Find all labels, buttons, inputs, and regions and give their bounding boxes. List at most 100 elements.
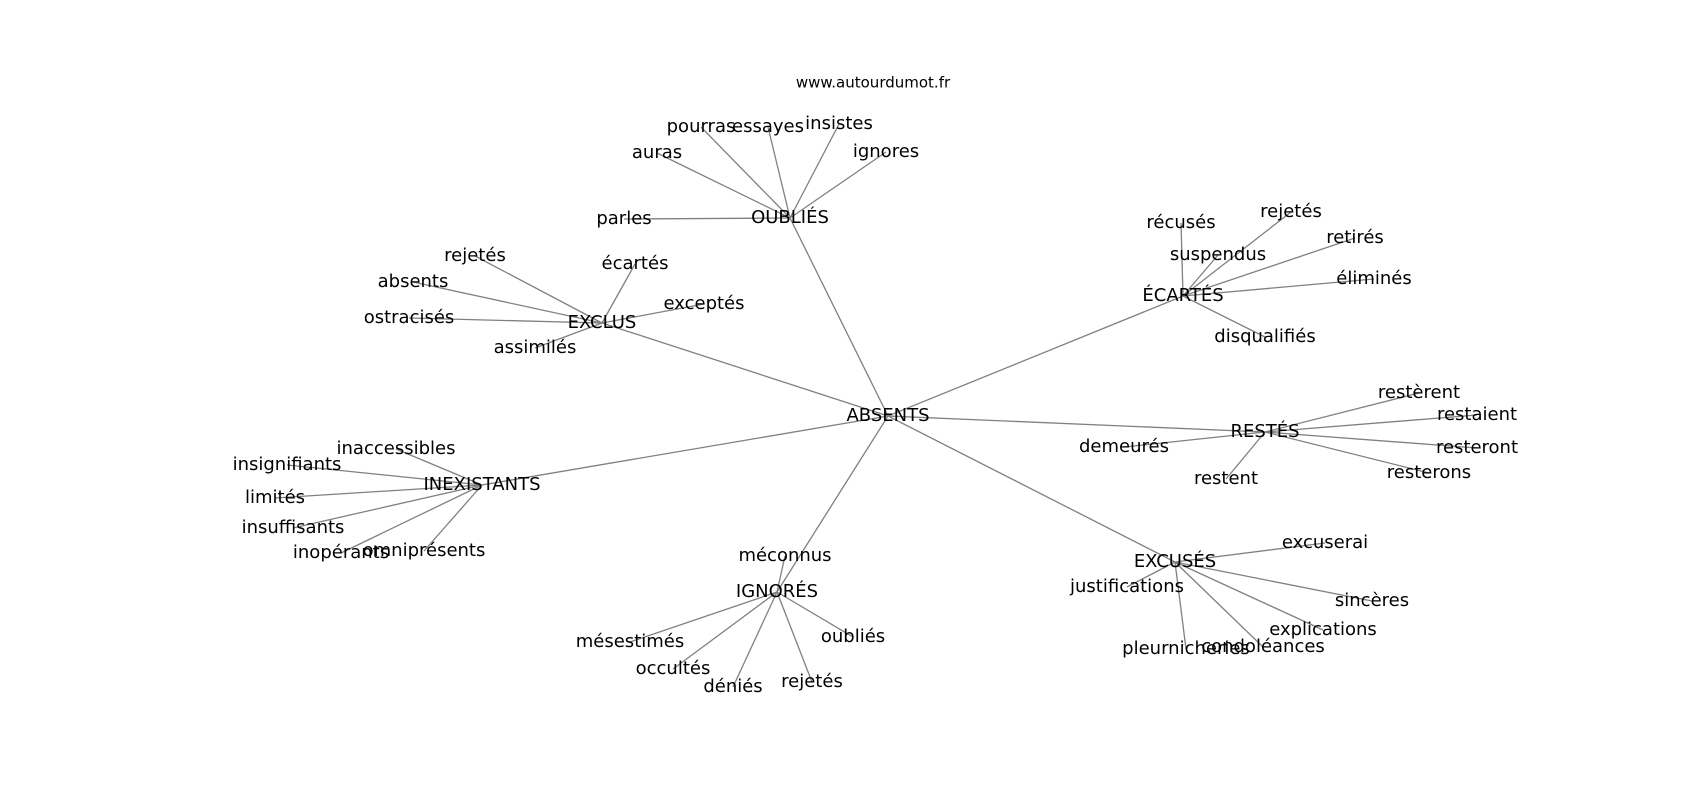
edge-restes-restent: [1225, 431, 1266, 480]
edge-restes-restaient: [1264, 414, 1478, 433]
group-node-ignores[interactable]: IGNORÉS: [736, 580, 818, 602]
edge-ignores-oublies: [776, 591, 854, 638]
word-node-exceptes[interactable]: exceptés: [664, 293, 745, 314]
edge-exclus-rejetes: [474, 255, 603, 324]
word-node-insuffisants[interactable]: insuffisants: [242, 517, 345, 538]
edge-oublies-essayes: [767, 126, 791, 219]
word-node-restent[interactable]: restent: [1194, 468, 1258, 489]
word-node-rejetes[interactable]: rejetés: [781, 671, 843, 692]
edge-center-inexistants: [481, 415, 889, 486]
edge-excuses-justifications: [1126, 561, 1176, 588]
edge-restes-resterons: [1264, 431, 1430, 474]
edge-exclus-exceptes: [601, 303, 705, 324]
edge-ignores-occultes: [672, 591, 778, 670]
word-node-absents[interactable]: absents: [378, 271, 449, 292]
edge-restes-demeures: [1123, 431, 1266, 448]
word-node-auras[interactable]: auras: [632, 142, 682, 163]
word-node-restaient[interactable]: restaient: [1437, 404, 1517, 425]
word-node-ignores[interactable]: ignores: [853, 141, 919, 162]
edge-ecartes-rejetes: [1182, 211, 1292, 297]
edge-excuses-condoleances: [1174, 561, 1264, 648]
edge-exclus-absents: [412, 281, 603, 324]
word-node-inoperants[interactable]: inopérants: [293, 542, 389, 563]
edge-oublies-insistes: [789, 123, 840, 219]
edge-ecartes-retires: [1182, 237, 1356, 297]
edge-excuses-excuserai: [1174, 542, 1326, 563]
word-node-mesestimes[interactable]: mésestimés: [576, 631, 684, 652]
word-node-oublies[interactable]: oubliés: [821, 626, 885, 647]
word-node-essayes[interactable]: essayes: [732, 116, 804, 137]
word-node-justifications[interactable]: justifications: [1069, 576, 1184, 597]
edge-center-exclus: [601, 322, 889, 417]
word-node-meconnus[interactable]: méconnus: [738, 545, 831, 566]
word-node-pleurnicheries[interactable]: pleurnicheries: [1122, 638, 1250, 659]
edge-restes-resteront: [1264, 431, 1478, 449]
graph-labels: www.autourdumot.fr ABSENTS OUBLIÉS pourras…: [233, 74, 1518, 698]
edge-inexistants-inaccessibles: [395, 448, 483, 486]
edge-ignores-mesestimes: [629, 591, 778, 643]
edge-inexistants-limites: [274, 484, 483, 499]
word-node-parles[interactable]: parles: [596, 208, 651, 229]
edge-excuses-sinceres: [1174, 561, 1373, 602]
word-node-ostracises[interactable]: ostracisés: [364, 307, 455, 328]
center-node[interactable]: ABSENTS: [846, 405, 929, 426]
word-node-suspendus[interactable]: suspendus: [1170, 244, 1266, 265]
edge-excuses-explications: [1174, 561, 1324, 631]
word-node-occultes[interactable]: occultés: [636, 658, 711, 679]
edge-exclus-ostracises: [408, 317, 603, 324]
word-node-retires[interactable]: retirés: [1326, 227, 1384, 248]
group-node-exclus[interactable]: EXCLUS: [568, 312, 637, 333]
word-node-explications[interactable]: explications: [1269, 619, 1377, 640]
group-node-excuses[interactable]: EXCUSÉS: [1134, 550, 1216, 572]
edge-exclus-ecartes: [601, 263, 636, 324]
edge-ignores-denies: [732, 591, 778, 688]
edge-inexistants-insuffisants: [292, 484, 483, 529]
edge-restes-resterent: [1264, 392, 1420, 433]
watermark-text: www.autourdumot.fr: [796, 74, 951, 92]
word-node-limites[interactable]: limités: [245, 487, 305, 508]
edge-oublies-auras: [656, 152, 791, 219]
word-node-insistes[interactable]: insistes: [805, 113, 873, 134]
edge-exclus-assimiles: [534, 322, 603, 349]
edge-center-ignores: [776, 415, 889, 593]
edge-inexistants-omnipresents: [423, 484, 483, 552]
word-node-assimiles[interactable]: assimilés: [494, 337, 577, 358]
group-node-inexistants[interactable]: INEXISTANTS: [423, 474, 540, 495]
word-node-recuses[interactable]: récusés: [1146, 212, 1215, 233]
word-node-excuserai[interactable]: excuserai: [1282, 532, 1368, 553]
word-node-resterent[interactable]: restèrent: [1378, 382, 1460, 403]
group-node-oublies[interactable]: OUBLIÉS: [751, 206, 829, 228]
word-node-insignifiants[interactable]: insignifiants: [233, 454, 342, 475]
edge-ecartes-elimines: [1182, 278, 1375, 297]
edge-center-ecartes: [887, 295, 1184, 417]
edge-oublies-pourras: [700, 126, 791, 219]
word-node-sinceres[interactable]: sincères: [1335, 590, 1409, 611]
edge-center-oublies: [789, 217, 889, 417]
word-node-denies[interactable]: déniés: [703, 676, 762, 697]
word-node-condoleances[interactable]: condoléances: [1201, 636, 1325, 657]
edge-oublies-ignores: [789, 151, 887, 219]
edge-center-excuses: [887, 415, 1176, 563]
word-node-omnipresents[interactable]: omniprésents: [363, 540, 486, 561]
word-node-elimines[interactable]: éliminés: [1336, 268, 1411, 289]
word-node-resteront[interactable]: resteront: [1436, 437, 1518, 458]
edge-inexistants-insignifiants: [286, 464, 483, 486]
word-node-disqualifies[interactable]: disqualifiés: [1214, 326, 1315, 347]
word-node-demeures[interactable]: demeurés: [1079, 436, 1169, 457]
word-node-inaccessibles[interactable]: inaccessibles: [337, 438, 456, 459]
edge-center-restes: [887, 415, 1266, 433]
word-node-ecartes[interactable]: écartés: [602, 253, 669, 274]
edge-inexistants-inoperants: [340, 484, 483, 554]
edge-oublies-parles: [623, 217, 791, 220]
group-node-ecartes[interactable]: ÉCARTÉS: [1142, 284, 1223, 306]
word-node-pourras[interactable]: pourras: [667, 116, 736, 137]
edge-ignores-rejetes: [776, 591, 813, 683]
word-node-resterons[interactable]: resterons: [1387, 462, 1471, 483]
word-node-rejetes[interactable]: rejetés: [1260, 201, 1322, 222]
word-node-rejetes[interactable]: rejetés: [444, 245, 506, 266]
edge-excuses-pleurnicheries: [1174, 561, 1187, 650]
edge-ecartes-suspendus: [1182, 254, 1219, 297]
graph-edges: [274, 123, 1478, 688]
group-node-restes[interactable]: RESTÉS: [1230, 420, 1299, 442]
